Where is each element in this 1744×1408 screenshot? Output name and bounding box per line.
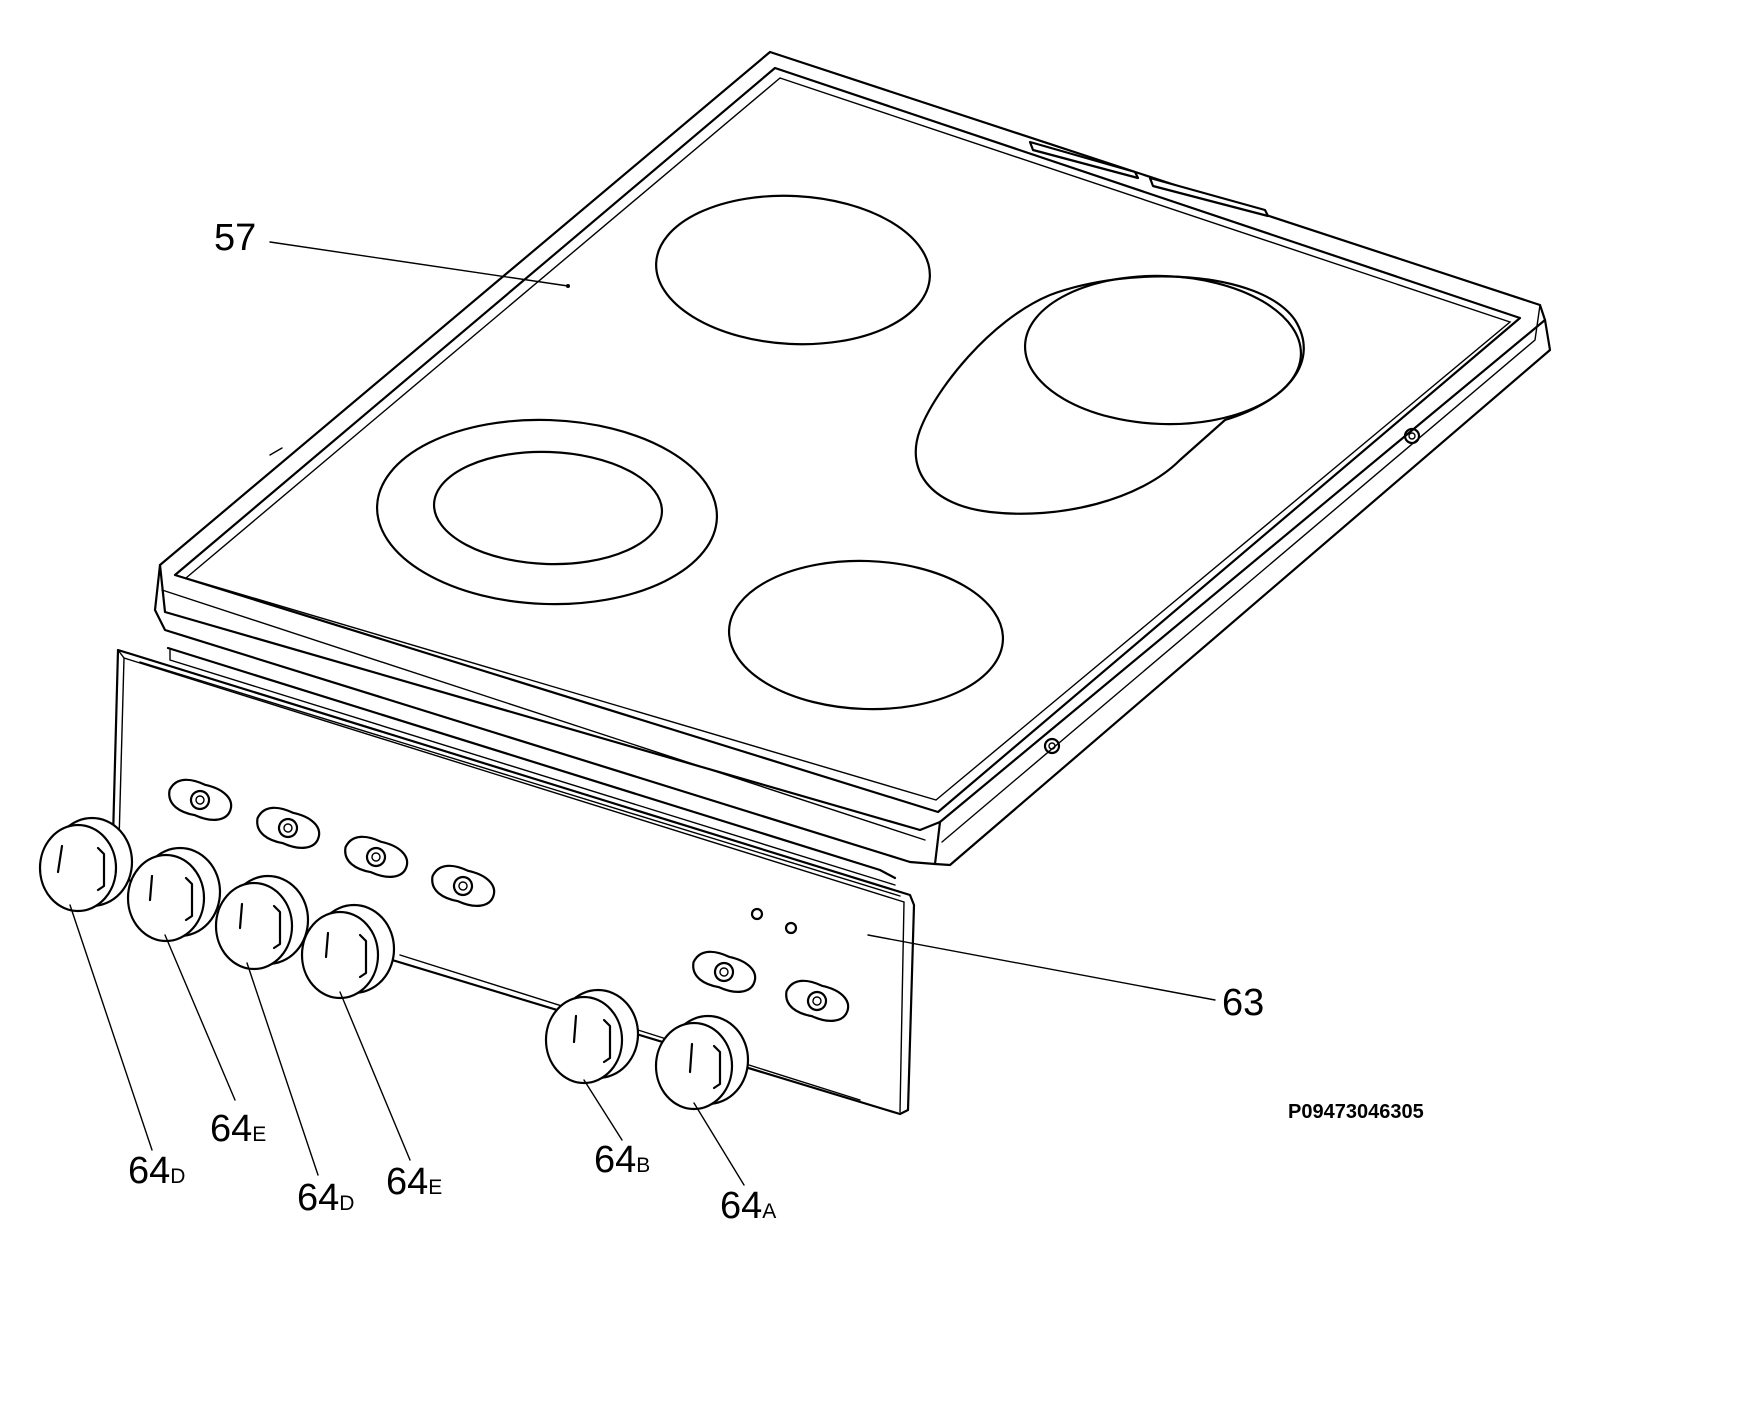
cooking-zone-rear-right-oval bbox=[914, 274, 1305, 515]
cooking-zone-rear-left bbox=[655, 194, 931, 346]
control-knob-6 bbox=[654, 1014, 750, 1111]
side-screw-1 bbox=[1403, 427, 1421, 445]
switch-mount bbox=[168, 778, 233, 821]
callout-knob-5: 64B bbox=[594, 1139, 650, 1181]
svg-text:64D: 64D bbox=[297, 1177, 354, 1219]
cooking-zone-front-right bbox=[727, 559, 1005, 711]
switch-mount bbox=[692, 950, 757, 993]
svg-text:64E: 64E bbox=[386, 1161, 442, 1203]
svg-text:63: 63 bbox=[1222, 982, 1264, 1024]
control-knob-2 bbox=[126, 846, 222, 943]
callout-knob-2: 64E bbox=[210, 1108, 266, 1150]
knobs bbox=[38, 816, 750, 1111]
side-screw-2 bbox=[1043, 737, 1061, 755]
control-knob-1 bbox=[38, 816, 134, 913]
leader-lines bbox=[69, 241, 1216, 1186]
switch-mount bbox=[785, 979, 850, 1022]
svg-text:64B: 64B bbox=[594, 1139, 650, 1181]
control-knob-3 bbox=[214, 874, 310, 971]
control-knob-5 bbox=[544, 988, 640, 1085]
cooking-zone-front-left-dual bbox=[375, 418, 719, 606]
indicator-light-2 bbox=[784, 921, 798, 935]
callout-knob-4: 64E bbox=[386, 1161, 442, 1203]
switch-mount bbox=[344, 835, 409, 878]
svg-text:64E: 64E bbox=[210, 1108, 266, 1150]
callout-knob-6: 64A bbox=[720, 1185, 776, 1227]
callout-knob-3: 64D bbox=[297, 1177, 354, 1219]
switch-mounts bbox=[168, 778, 850, 1022]
control-knob-4 bbox=[300, 903, 396, 1000]
switch-mount bbox=[256, 806, 321, 849]
svg-text:57: 57 bbox=[214, 217, 256, 259]
svg-text:64A: 64A bbox=[720, 1185, 776, 1227]
callout-63: 63 bbox=[1222, 982, 1264, 1024]
callout-57: 57 bbox=[214, 217, 256, 259]
callout-knob-1: 64D bbox=[128, 1150, 185, 1192]
indicator-light-1 bbox=[750, 907, 764, 921]
hob-top bbox=[153, 50, 1552, 867]
switch-mount bbox=[431, 864, 496, 907]
drawing-code: P09473046305 bbox=[1288, 1101, 1424, 1123]
svg-text:64D: 64D bbox=[128, 1150, 185, 1192]
control-panel bbox=[110, 646, 916, 1116]
exploded-diagram: 57 63 64D 64E 64D 64E 64B 64A P094730463… bbox=[38, 50, 1552, 1227]
